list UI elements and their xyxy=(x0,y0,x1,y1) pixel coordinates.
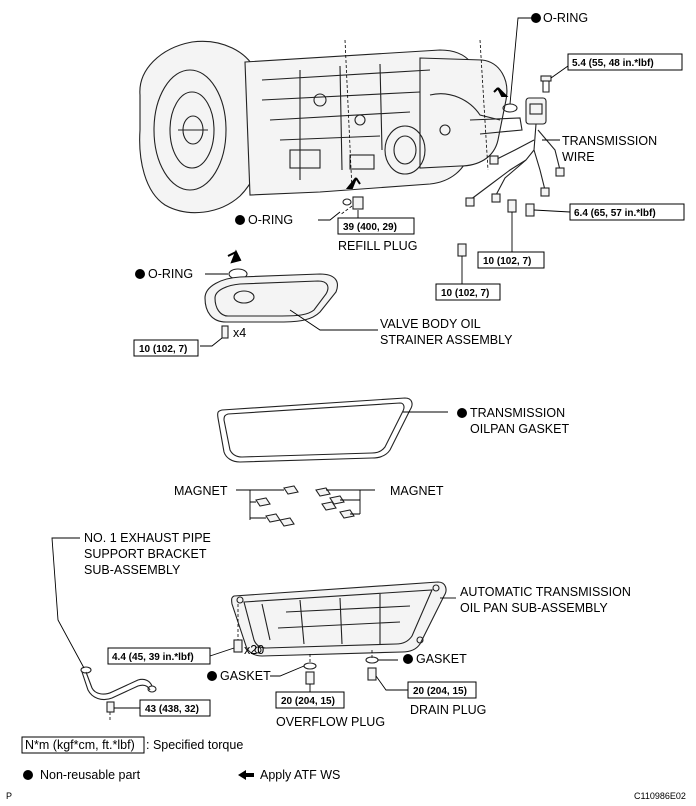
transmission-wire-label-line1: TRANSMISSION xyxy=(562,134,657,148)
legend-non-reusable-text: Non-reusable part xyxy=(40,768,141,782)
svg-text:39 (400, 29): 39 (400, 29) xyxy=(343,222,397,233)
non-reusable-mark xyxy=(403,654,413,664)
oil-strainer-part xyxy=(204,249,338,339)
legend-torque-text: : Specified torque xyxy=(146,738,243,752)
oilpan-gasket-part xyxy=(217,397,413,463)
svg-text:43 (438, 32): 43 (438, 32) xyxy=(145,704,199,715)
exhaust-bracket-label-line1: NO. 1 EXHAUST PIPE xyxy=(84,531,211,545)
legend-apply-atf-text: Apply ATF WS xyxy=(260,768,340,782)
refill-plug-label: REFILL PLUG xyxy=(338,239,417,253)
gasket-right-label: GASKET xyxy=(416,652,467,666)
non-reusable-mark xyxy=(457,408,467,418)
o-ring-top-part xyxy=(493,17,532,113)
torque-box-wire-mid: 10 (102, 7) xyxy=(477,251,545,269)
torque-box-pan-bolts: 4.4 (45, 39 in.*lbf) xyxy=(107,647,211,665)
strainer-label-line2: STRAINER ASSEMBLY xyxy=(380,333,513,347)
exhaust-bracket-label-line3: SUB-ASSEMBLY xyxy=(84,563,181,577)
svg-text:4.4 (45, 39 in.*lbf): 4.4 (45, 39 in.*lbf) xyxy=(112,652,194,663)
torque-box-wire-top: 5.4 (55, 48 in.*lbf) xyxy=(567,53,683,71)
magnets-part xyxy=(255,485,355,527)
legend-arrow-icon xyxy=(238,770,254,780)
overflow-plug-label: OVERFLOW PLUG xyxy=(276,715,385,729)
non-reusable-mark xyxy=(531,13,541,23)
legend-torque-box: N*m (kgf*cm, ft.*lbf) xyxy=(21,736,145,754)
drain-plug-label: DRAIN PLUG xyxy=(410,703,486,717)
torque-box-wire-low: 10 (102, 7) xyxy=(435,283,501,301)
torque-box-overflow: 20 (204, 15) xyxy=(275,691,345,709)
torque-box-drain: 20 (204, 15) xyxy=(407,681,477,699)
strainer-label-line1: VALVE BODY OIL xyxy=(380,317,481,331)
non-reusable-mark xyxy=(135,269,145,279)
o-ring-left-label: O-RING xyxy=(148,267,193,281)
non-reusable-mark xyxy=(207,671,217,681)
corner-p-label: P xyxy=(6,791,12,801)
svg-text:5.4 (55, 48 in.*lbf): 5.4 (55, 48 in.*lbf) xyxy=(572,58,654,69)
svg-text:6.4 (65, 57 in.*lbf): 6.4 (65, 57 in.*lbf) xyxy=(574,208,656,219)
figure-code: C110986E02 xyxy=(634,791,686,801)
legend-non-reusable-mark xyxy=(23,770,33,780)
transmission-wire-harness xyxy=(457,75,565,257)
refill-plug-part xyxy=(339,177,364,216)
non-reusable-mark xyxy=(235,215,245,225)
torque-box-bracket: 43 (438, 32) xyxy=(139,699,211,717)
svg-text:20 (204, 15): 20 (204, 15) xyxy=(281,696,335,707)
exhaust-bracket-part xyxy=(80,666,157,720)
transmission-wire-label-line2: WIRE xyxy=(562,150,595,164)
svg-text:10 (102, 7): 10 (102, 7) xyxy=(483,256,531,267)
svg-text:N*m (kgf*cm, ft.*lbf): N*m (kgf*cm, ft.*lbf) xyxy=(25,738,135,752)
oilpan-gasket-label-line2: OILPAN GASKET xyxy=(470,422,569,436)
oil-pan-label-line1: AUTOMATIC TRANSMISSION xyxy=(460,585,631,599)
magnet-left-label: MAGNET xyxy=(174,484,228,498)
gasket-left-label: GASKET xyxy=(220,669,271,683)
torque-box-strainer: 10 (102, 7) xyxy=(133,339,199,357)
oil-pan-label-line2: OIL PAN SUB-ASSEMBLY xyxy=(460,601,608,615)
strainer-qty-label: x4 xyxy=(233,326,246,340)
svg-text:20 (204, 15): 20 (204, 15) xyxy=(413,686,467,697)
overflow-plug-part xyxy=(303,662,317,685)
exhaust-bracket-label-line2: SUPPORT BRACKET xyxy=(84,547,207,561)
torque-box-wire-right: 6.4 (65, 57 in.*lbf) xyxy=(569,203,685,221)
svg-text:10 (102, 7): 10 (102, 7) xyxy=(139,344,187,355)
svg-text:10 (102, 7): 10 (102, 7) xyxy=(441,288,489,299)
o-ring-mid-label: O-RING xyxy=(248,213,293,227)
oilpan-gasket-label-line1: TRANSMISSION xyxy=(470,406,565,420)
torque-box-refill: 39 (400, 29) xyxy=(337,217,415,235)
transmission-assembly-illustration xyxy=(139,39,523,214)
oil-pan-part xyxy=(231,581,447,664)
o-ring-top-label: O-RING xyxy=(543,11,588,25)
magnet-right-label: MAGNET xyxy=(390,484,444,498)
pan-bolt-qty-label: x20 xyxy=(244,643,264,657)
